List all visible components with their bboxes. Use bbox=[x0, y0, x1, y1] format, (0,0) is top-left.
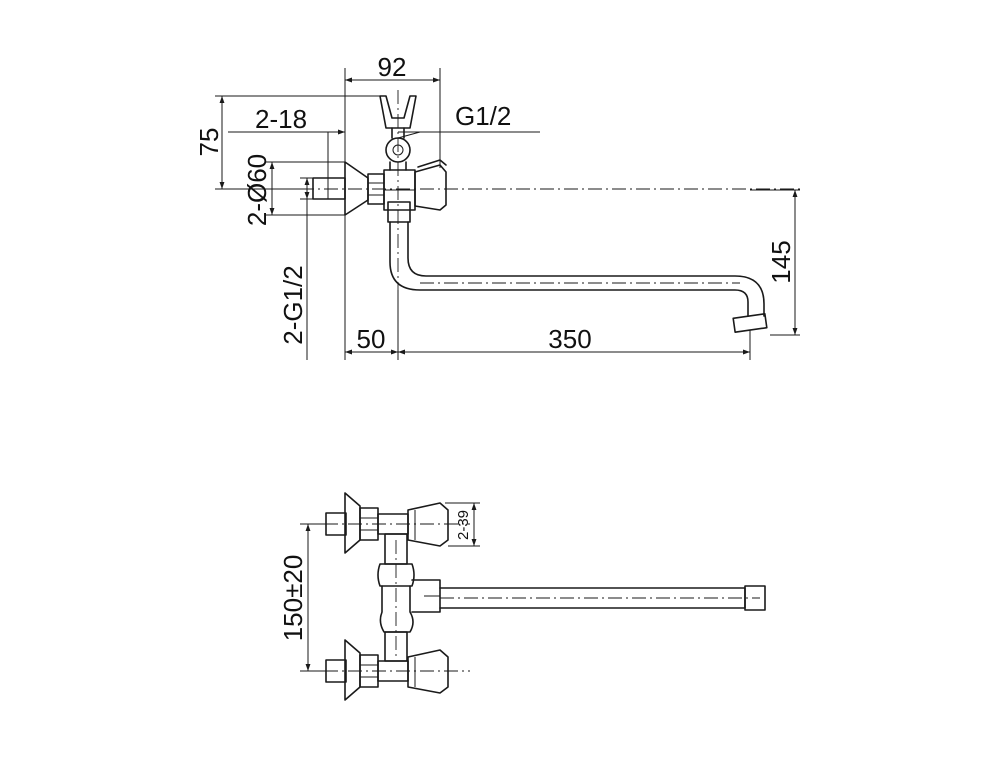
top-view: 2-39 150±20 bbox=[278, 492, 766, 701]
valve-handle-side bbox=[414, 164, 447, 211]
dim-2-g-half-label: 2-G1/2 bbox=[278, 265, 308, 345]
dim-145-label: 145 bbox=[766, 240, 796, 283]
eccentric-fitting-side bbox=[312, 177, 346, 200]
lower-inlet-top bbox=[325, 639, 449, 701]
wall-flange-side bbox=[344, 161, 369, 216]
dim-2-39-label: 2-39 bbox=[455, 510, 472, 540]
upper-inlet-top bbox=[325, 492, 449, 554]
body-top bbox=[377, 533, 441, 662]
side-view: 92 G1/2 75 2-18 2-Ø60 2-G1/2 50 350 145 bbox=[194, 52, 800, 360]
dim-350-label: 350 bbox=[548, 324, 591, 354]
valve-body-side bbox=[383, 169, 416, 211]
dim-150-label: 150±20 bbox=[278, 555, 308, 642]
dim-75-label: 75 bbox=[194, 128, 224, 157]
dim-92-label: 92 bbox=[378, 52, 407, 82]
aerator-side bbox=[732, 313, 768, 333]
spout-top bbox=[439, 585, 766, 611]
spout-side bbox=[389, 221, 749, 317]
dim-g-half-label: G1/2 bbox=[455, 101, 511, 131]
dim-50-label: 50 bbox=[357, 324, 386, 354]
dim-2-d60-label: 2-Ø60 bbox=[242, 154, 272, 226]
dim-2-18-label: 2-18 bbox=[255, 104, 307, 134]
